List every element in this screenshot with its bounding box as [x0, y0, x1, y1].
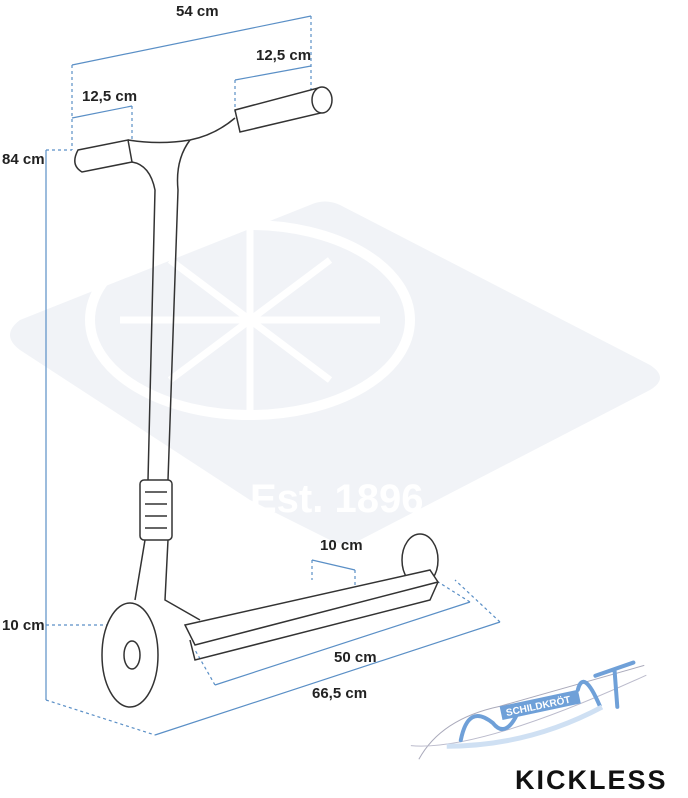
logo-text: SCHILDKRÖT	[505, 693, 572, 719]
schildkrot-logo: SCHILDKRÖT	[410, 660, 647, 760]
watermark-text: Est. 1896	[250, 477, 423, 521]
label-grip-left: 12,5 cm	[82, 88, 137, 105]
label-deck-length: 50 cm	[334, 649, 377, 666]
scooter-outline	[74, 86, 440, 708]
label-deck-height: 10 cm	[2, 617, 45, 634]
product-name: KICKLESS	[515, 765, 668, 795]
label-total-height: 84 cm	[2, 151, 45, 168]
label-handlebar-width: 54 cm	[176, 3, 219, 20]
label-total-length: 66,5 cm	[312, 685, 367, 702]
label-deck-width: 10 cm	[320, 537, 363, 554]
watermark: Est. 1896	[10, 201, 660, 544]
label-grip-right: 12,5 cm	[256, 47, 311, 64]
dimension-lines	[45, 15, 501, 736]
